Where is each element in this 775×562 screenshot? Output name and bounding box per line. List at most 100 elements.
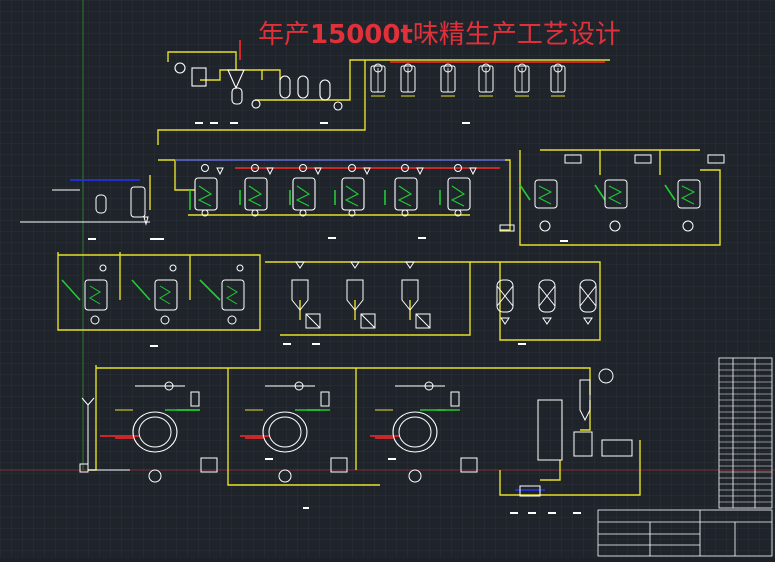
blower-fan-icon <box>598 368 614 384</box>
ion-exchange-column <box>538 279 556 313</box>
ion-exchange-column <box>579 279 597 313</box>
cooling-coil <box>247 185 263 207</box>
seed-tank <box>534 179 558 209</box>
extraction-tank <box>84 279 108 311</box>
resin-bed <box>579 285 597 307</box>
storage-tank <box>231 87 243 105</box>
support-cone <box>143 216 149 226</box>
resin-bed <box>496 285 514 307</box>
cooling-coil <box>295 185 311 207</box>
discharge-valve-icon <box>401 209 409 217</box>
fermenter-motor-icon <box>348 164 356 172</box>
drawing-title-frame <box>597 509 773 557</box>
discharge-valve-icon <box>251 209 259 217</box>
evaporator-vessel <box>132 411 178 453</box>
generated-equipment <box>20 63 725 497</box>
seed-tank <box>677 179 701 209</box>
seed-tank-coil <box>607 185 623 205</box>
fermenter-motor-icon <box>401 164 409 172</box>
discharge-pump-icon <box>408 469 422 483</box>
seed-tank <box>604 179 628 209</box>
centrifuge <box>305 313 321 329</box>
instrument-box <box>634 154 652 164</box>
receiver-tank <box>460 457 478 473</box>
extraction-tank <box>221 279 245 311</box>
discharge-valve-icon <box>299 209 307 217</box>
discharge-valve-icon <box>348 209 356 217</box>
vent-valve-icon <box>469 167 477 176</box>
title-block <box>597 357 773 557</box>
separator <box>450 391 460 407</box>
crystallizer-vessel <box>291 279 309 311</box>
title-block-rows <box>719 363 772 503</box>
screen-unit <box>573 431 593 457</box>
crystallizer-valve-icon <box>350 261 360 269</box>
column-valve-icon <box>500 317 510 325</box>
seed-pump-icon <box>539 220 551 232</box>
extraction-motor-icon <box>99 264 107 272</box>
centrifuge-cross <box>305 313 321 329</box>
instrument-box <box>564 154 582 164</box>
instrument-box <box>707 154 725 164</box>
discharge-pump-icon <box>148 469 162 483</box>
evaporator-jacket <box>268 416 302 448</box>
transfer-pump <box>251 99 261 109</box>
column-valve-icon <box>583 317 593 325</box>
seed-pump-icon <box>609 220 621 232</box>
vent-valve-icon <box>314 167 322 176</box>
extraction-pump-icon <box>160 315 170 325</box>
seed-pump-icon <box>682 220 694 232</box>
extraction-coil <box>159 285 171 305</box>
vent-valve-icon <box>216 167 224 176</box>
title-number: 15000t <box>310 20 413 50</box>
evaporator-jacket <box>138 416 172 448</box>
extraction-pump-icon <box>90 315 100 325</box>
fermenter-motor-icon <box>251 164 259 172</box>
title-prefix: 年产 <box>258 20 311 50</box>
evaporator-vessel <box>392 411 438 453</box>
dryer-column <box>537 399 563 461</box>
evaporator-jacket <box>398 416 432 448</box>
equipment <box>174 62 343 111</box>
centrifuge-cross <box>360 313 376 329</box>
seed-vessel-small <box>95 194 107 214</box>
extraction-coil <box>226 285 238 305</box>
discharge-valve-icon <box>201 209 209 217</box>
vent-valve-icon <box>416 167 424 176</box>
ucs-icon <box>79 397 130 473</box>
sedimentation-cone <box>227 69 245 90</box>
extraction-coil <box>89 285 101 305</box>
fermenter-motor-icon <box>201 164 209 172</box>
seed-tank-coil <box>537 185 553 205</box>
product-hopper <box>519 485 541 497</box>
cooling-coil <box>197 185 213 207</box>
cooling-coil <box>344 185 360 207</box>
separator <box>190 391 200 407</box>
extraction-motor-icon <box>169 264 177 272</box>
centrifuge <box>415 313 431 329</box>
cooling-coil <box>397 185 413 207</box>
crystallizer-valve-icon <box>295 261 305 269</box>
evaporator-vessel <box>262 411 308 453</box>
cooling-lines <box>61 184 676 411</box>
cyclone-separator <box>579 379 591 422</box>
mixing-tank <box>191 67 207 87</box>
heat-exchanger <box>499 224 515 232</box>
extraction-tank <box>154 279 178 311</box>
ion-exchange-column <box>496 279 514 313</box>
filter-2 <box>297 75 309 99</box>
receiver-tank <box>200 457 218 473</box>
column-valve-icon <box>542 317 552 325</box>
fermenter-motor-icon <box>454 164 462 172</box>
feed-pump <box>174 62 186 74</box>
vent-valve-icon <box>266 167 274 176</box>
crystallizer-valve-icon <box>405 261 415 269</box>
air-filter-vessel <box>130 186 146 218</box>
centrifuge-cross <box>415 313 431 329</box>
extraction-pump-icon <box>227 315 237 325</box>
filter-3 <box>319 79 331 101</box>
parts-list-table <box>718 357 773 509</box>
filter-1 <box>279 75 291 99</box>
